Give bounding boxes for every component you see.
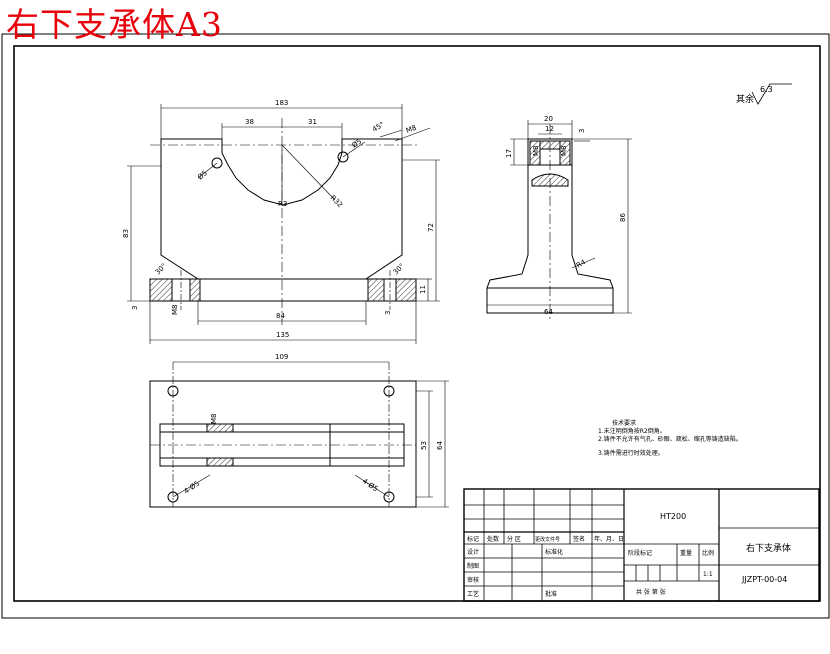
notes-title: 技术要求: [612, 419, 636, 427]
dim-top-h1: 53: [420, 441, 428, 450]
inner-border: [13, 45, 821, 602]
tb-drawing-no: JJZPT-00-04: [741, 575, 787, 584]
notes-item-3: 3.铸件需进行时效处理。: [598, 449, 664, 457]
tb-mark-label: 标记: [467, 535, 479, 543]
tb-review-label: 审核: [467, 576, 479, 584]
tb-part-name: 右下支承体: [746, 542, 791, 554]
side-view-dims: 20 12 3 17 M8 M8 86 R4 64: [505, 115, 627, 316]
dim-top-hole-b: 4-Ø5: [361, 477, 379, 493]
top-view: [149, 361, 449, 508]
dim-front-base-inner: 84: [276, 312, 285, 320]
dim-front-height-left: 83: [122, 229, 130, 238]
sheet-title: 右下支承体A3: [6, 5, 223, 44]
title-block: [463, 488, 820, 602]
dim-side-inner: 12: [545, 125, 554, 133]
tb-material: HT200: [660, 512, 686, 521]
tb-scale-label: 比例: [702, 549, 714, 557]
tb-count-label: 处数: [487, 535, 499, 543]
dim-front-groove-left: 3: [131, 306, 139, 310]
tb-sign-label: 签名: [573, 535, 585, 543]
outer-border: [1, 33, 830, 619]
dim-front-chamfer: 45°: [371, 121, 386, 134]
dim-front-height-right: 72: [427, 223, 435, 232]
dim-front-chamfer-left: 30°: [154, 262, 168, 276]
tb-approve-label: 批准: [545, 590, 557, 598]
dim-front-left-slot: 38: [245, 118, 254, 126]
title-block-text: 标记 处数 分 区 更改文件号 签名 年、月、日 设计 标准化 制图 审核 工艺…: [467, 512, 791, 598]
dim-side-step: 3: [578, 129, 586, 133]
dim-side-radius: R4: [575, 258, 588, 270]
tb-change-doc-label: 更改文件号: [535, 536, 560, 543]
dim-front-base-height: 11: [419, 285, 427, 294]
tb-weight-label: 重量: [680, 549, 692, 557]
dim-front-groove-right: 3: [384, 311, 392, 315]
tb-standardize-label: 标准化: [545, 548, 563, 556]
dim-side-top: 20: [544, 115, 553, 123]
dim-front-width: 183: [275, 99, 288, 107]
dim-top-h2: 64: [436, 441, 444, 450]
dim-side-mark-b: M8: [560, 146, 568, 157]
tb-date-label: 年、月、日: [594, 535, 624, 543]
tb-drawn-label: 制图: [467, 562, 479, 570]
roughness-value: 6.3: [760, 85, 773, 94]
side-view: [486, 120, 632, 320]
technical-notes: 技术要求 1.未注明倒角按R2倒角。 2.铸件不允许有气孔、砂眼、疏松、缩孔等铸…: [598, 419, 742, 457]
front-view: [127, 104, 440, 344]
tb-scale-value: 1:1: [703, 571, 713, 578]
tb-zone-label: 分 区: [507, 535, 521, 543]
dim-front-radius: R32: [329, 194, 344, 209]
dim-side-left: 17: [505, 149, 513, 158]
dim-front-chamfer-right: 30°: [392, 262, 406, 276]
tb-sheets: 共 张 第 张: [636, 588, 666, 596]
dim-side-mark-a: M8: [532, 146, 540, 157]
dim-top-mark-a: M8: [210, 414, 218, 425]
tb-design-label: 设计: [467, 548, 479, 556]
dim-front-right-slot: 31: [308, 118, 317, 126]
front-view-dims: 183 38 31 R32 45° M8 Ø5 Ø5 R3 83 72 11 8…: [122, 99, 435, 339]
dim-side-base: 64: [544, 308, 553, 316]
dim-front-misc-b: M8: [171, 305, 179, 316]
dim-front-misc-a: M8: [405, 124, 418, 135]
dim-front-misc-c: R3: [278, 200, 287, 208]
dim-front-overall: 135: [276, 331, 289, 339]
tb-process-label: 工艺: [467, 590, 479, 598]
dim-side-height: 86: [619, 213, 627, 222]
roughness-note: 其余: [736, 93, 754, 105]
roughness-symbol: 其余 6.3: [736, 83, 792, 105]
dim-top-width: 109: [275, 353, 288, 361]
notes-item-1: 1.未注明倒角按R2倒角。: [598, 427, 666, 435]
notes-item-2: 2.铸件不允许有气孔、砂眼、疏松、缩孔等铸造缺陷。: [598, 435, 742, 443]
tb-stage-mark-label: 阶段标记: [628, 549, 652, 557]
